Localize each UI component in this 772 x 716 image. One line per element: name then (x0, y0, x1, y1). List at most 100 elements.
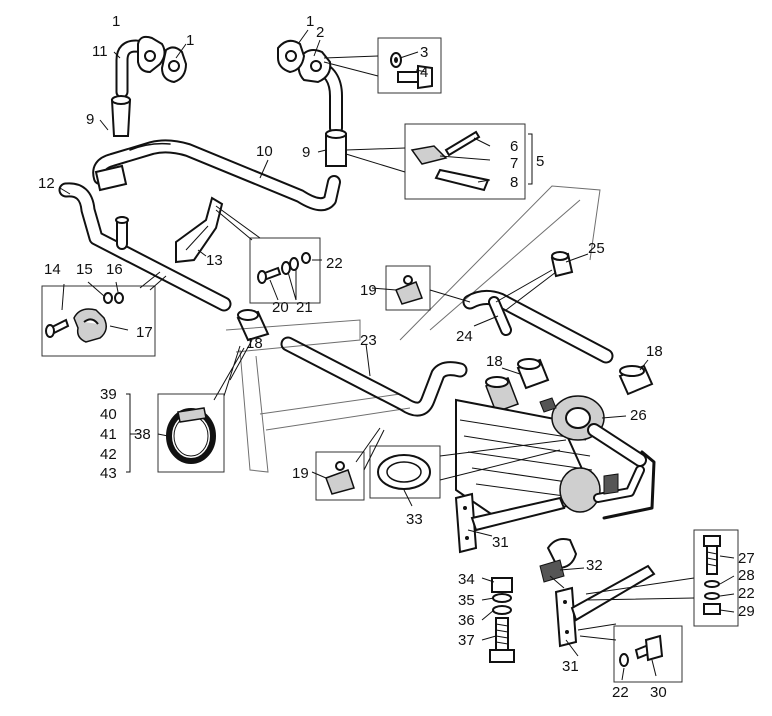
label-24: 24 (456, 328, 473, 345)
sleeve-9-left (110, 95, 132, 137)
hose-clamp-38 (166, 407, 216, 464)
label-34: 34 (458, 571, 475, 588)
label-37: 37 (458, 632, 475, 649)
clamp-box-19-bottom (315, 451, 365, 501)
bolt-box-3-4 (377, 37, 442, 94)
label-1: 1 (112, 13, 120, 30)
nut-16 (114, 292, 124, 304)
sleeve-18-right (618, 364, 654, 396)
label-38: 38 (134, 426, 151, 443)
label-13: 13 (206, 252, 223, 269)
label-23: 23 (360, 332, 377, 349)
clamp-box-38 (157, 393, 225, 473)
label-41: 41 (100, 426, 117, 443)
bolt-stack-27-29 (703, 535, 721, 615)
label-1: 1 (186, 32, 194, 49)
strip-8 (434, 168, 490, 192)
label-42: 42 (100, 446, 117, 463)
label-36: 36 (458, 612, 475, 629)
label-27: 27 (738, 550, 755, 567)
label-4: 4 (420, 64, 428, 81)
label-39: 39 (100, 386, 117, 403)
callout-labels: 1 1 1 2 3 4 5 6 7 8 9 9 10 11 12 13 14 1… (38, 13, 755, 701)
sleeve-9-mid (325, 129, 347, 167)
bolt-14 (45, 318, 70, 338)
label-19: 19 (292, 465, 309, 482)
label-3: 3 (420, 44, 428, 61)
pipe-10 (92, 139, 341, 212)
screw-6 (444, 130, 481, 157)
pipe-23 (280, 336, 468, 417)
label-17: 17 (136, 324, 153, 341)
label-8: 8 (510, 174, 518, 191)
washer-3 (390, 52, 402, 68)
bracket-31-top (454, 492, 566, 554)
label-40: 40 (100, 406, 117, 423)
sleeve-9-on-pipe (94, 164, 128, 192)
label-31: 31 (492, 534, 509, 551)
sleeve-18-mid-b (485, 376, 519, 413)
bolt-box-22-30 (613, 625, 683, 683)
label-9: 9 (302, 144, 310, 161)
valve-25 (550, 251, 574, 278)
clamp-19-bottom (325, 461, 355, 495)
label-32: 32 (586, 557, 603, 574)
clamp-box-19-top (385, 265, 431, 311)
label-31: 31 (562, 658, 579, 675)
clamp-box-14-17 (41, 285, 156, 357)
label-1: 1 (306, 13, 314, 30)
label-18: 18 (646, 343, 663, 360)
label-22: 22 (738, 585, 755, 602)
label-19: 19 (360, 282, 377, 299)
label-18: 18 (246, 335, 263, 352)
leader-lines (59, 29, 735, 681)
label-14: 14 (44, 261, 61, 278)
group-bracket-39-43 (126, 393, 140, 473)
clip-7 (410, 145, 448, 165)
gasket-1-middle (277, 39, 306, 74)
washers-21 (281, 257, 299, 275)
bolt-box-20-22 (249, 237, 321, 304)
gasket-box-33 (369, 445, 441, 499)
bolt-stack-34-37 (489, 577, 515, 663)
label-15: 15 (76, 261, 93, 278)
washer-22-bottom (619, 653, 629, 667)
bolt-30 (634, 634, 664, 662)
gasket-33 (377, 454, 431, 490)
pipe-24 (462, 289, 614, 364)
label-21: 21 (296, 299, 313, 316)
elbow-pipe-11 (115, 35, 166, 99)
label-2: 2 (316, 24, 324, 41)
label-30: 30 (650, 684, 667, 701)
sleeve-18-mid-a (516, 358, 550, 390)
label-28: 28 (738, 567, 755, 584)
label-43: 43 (100, 465, 117, 482)
label-7: 7 (510, 155, 518, 172)
label-22: 22 (326, 255, 343, 272)
label-22: 22 (612, 684, 629, 701)
label-12: 12 (38, 175, 55, 192)
label-18: 18 (486, 353, 503, 370)
label-6: 6 (510, 138, 518, 155)
washer-15 (103, 292, 113, 304)
label-11: 11 (92, 43, 108, 60)
sleeve-18-left (236, 309, 270, 342)
label-16: 16 (106, 261, 123, 278)
label-26: 26 (630, 407, 647, 424)
label-33: 33 (406, 511, 423, 528)
heater-26 (455, 395, 656, 522)
clamp-19-top (395, 275, 423, 305)
bolt-4 (397, 64, 433, 90)
gasket-1-left (160, 46, 188, 84)
label-10: 10 (256, 143, 273, 160)
label-35: 35 (458, 592, 475, 609)
valve-32 (539, 538, 578, 583)
bracket-13 (175, 196, 224, 264)
bolt-20 (257, 266, 282, 284)
label-5: 5 (536, 153, 544, 170)
label-9: 9 (86, 111, 94, 128)
clip-box-5 (404, 123, 526, 200)
elbow-pipe-2 (297, 49, 343, 135)
